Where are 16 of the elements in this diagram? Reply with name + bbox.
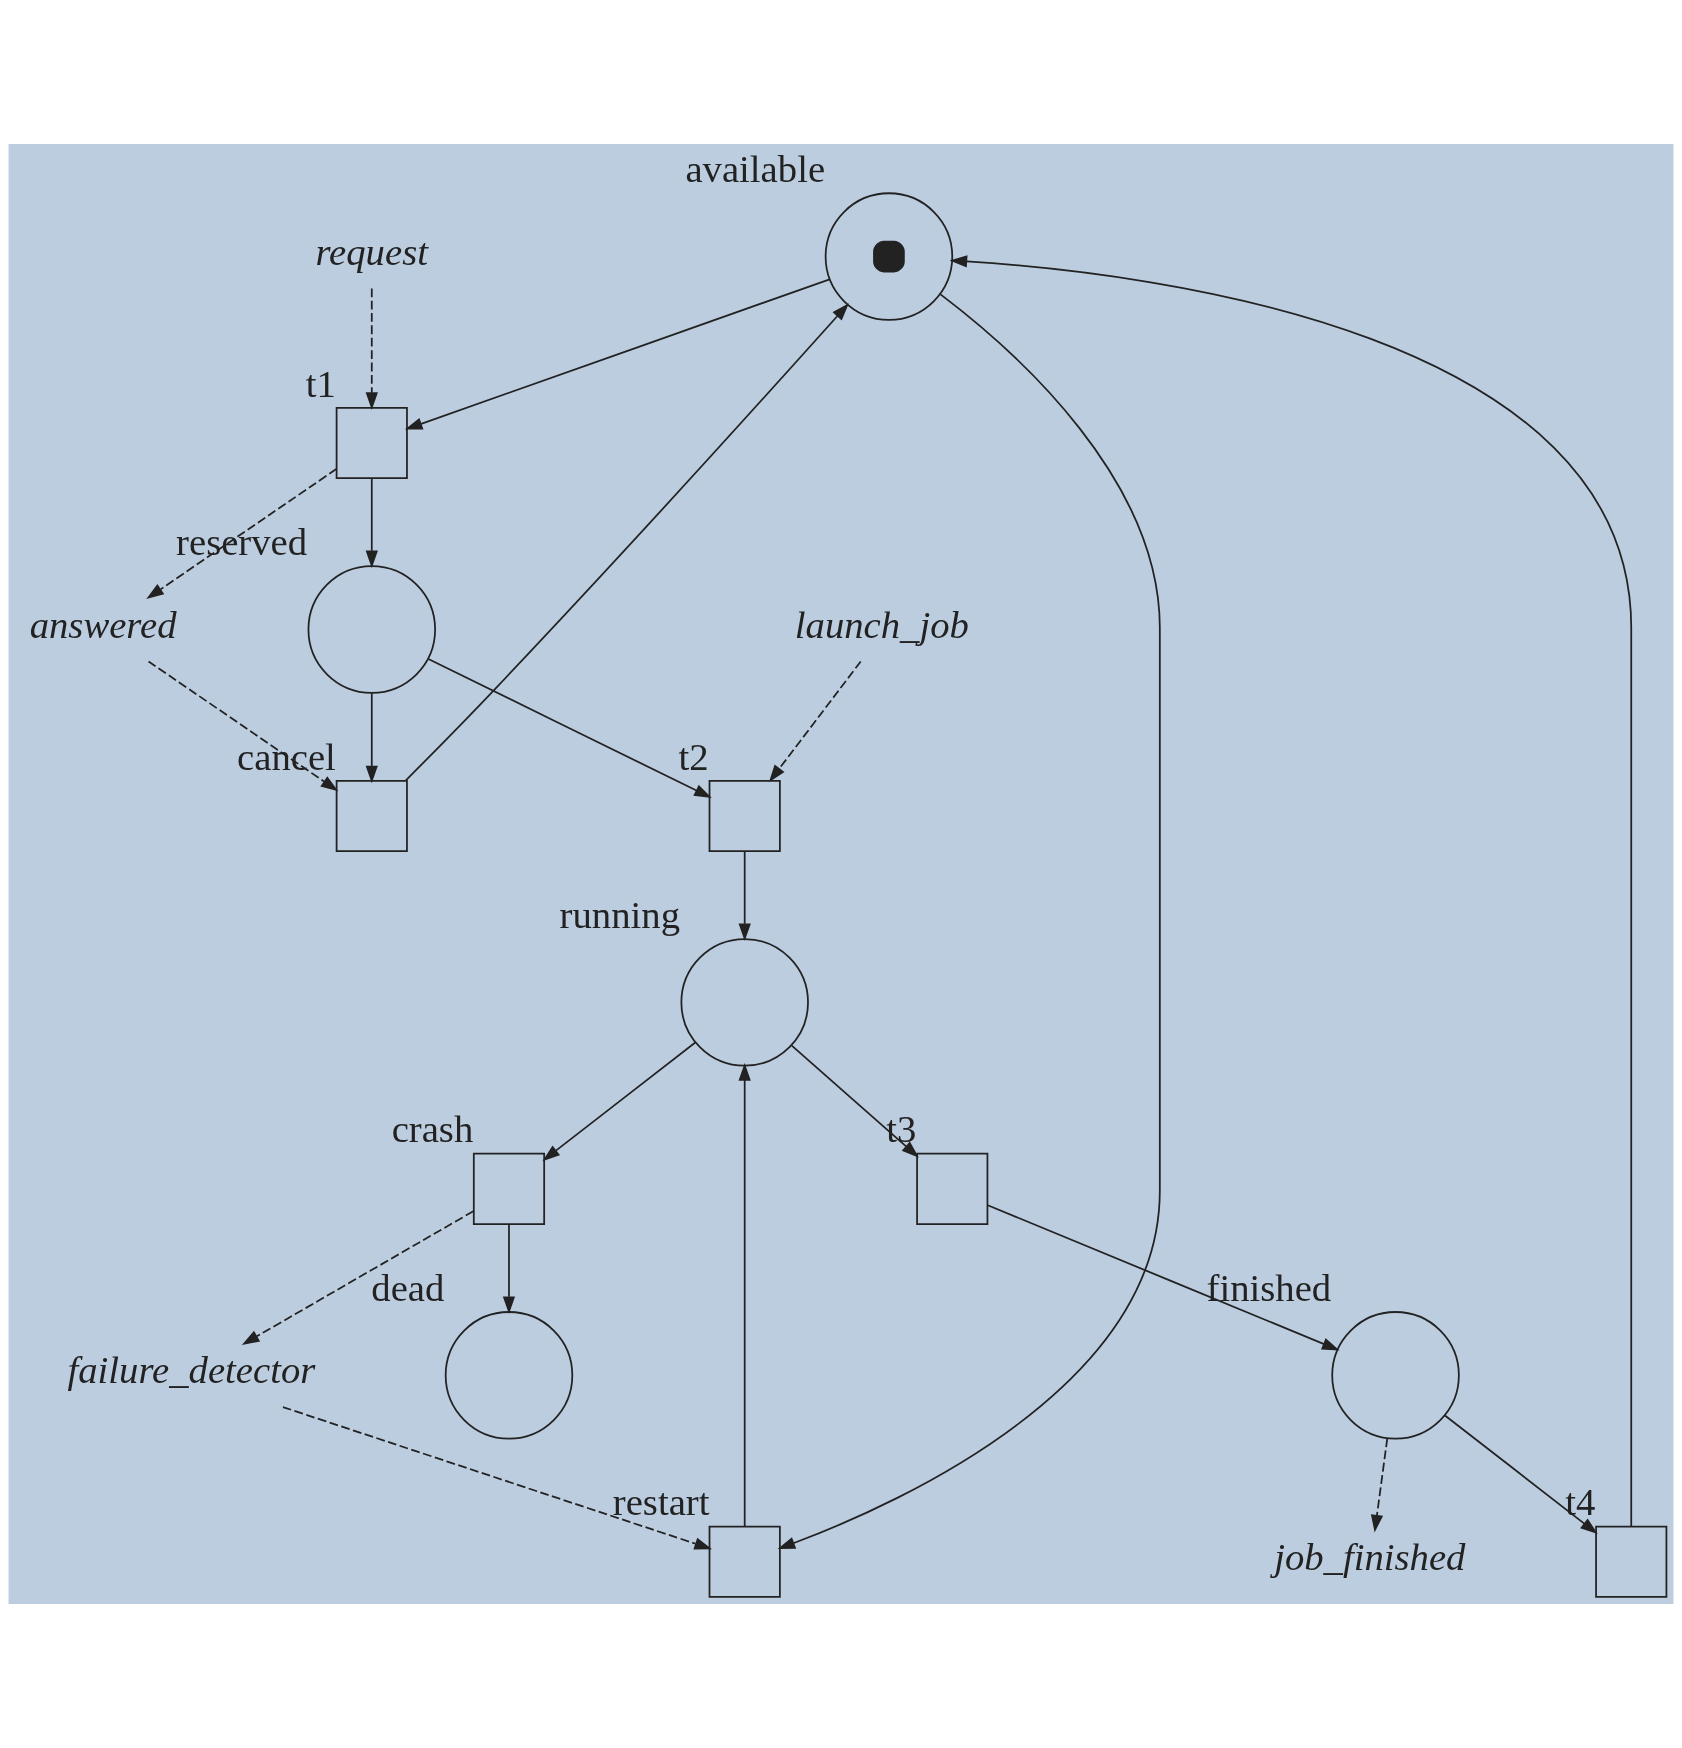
node-label: running — [559, 893, 680, 936]
node-text: failure_detector — [67, 1349, 316, 1392]
node-label: t3 — [886, 1108, 917, 1151]
node-label: dead — [371, 1266, 445, 1309]
node-label: reserved — [176, 520, 308, 563]
node-text: launch_job — [794, 603, 969, 646]
node-text: request — [315, 230, 428, 273]
node-label: finished — [1206, 1266, 1332, 1309]
node-label: t4 — [1565, 1481, 1596, 1524]
node-label: available — [685, 148, 826, 190]
node-label: t1 — [305, 362, 336, 405]
node-label: cancel — [237, 735, 336, 778]
node-text: answered — [29, 603, 177, 646]
node-label: crash — [391, 1108, 474, 1151]
node-label: restart — [612, 1481, 710, 1524]
node-label: t2 — [678, 735, 709, 778]
